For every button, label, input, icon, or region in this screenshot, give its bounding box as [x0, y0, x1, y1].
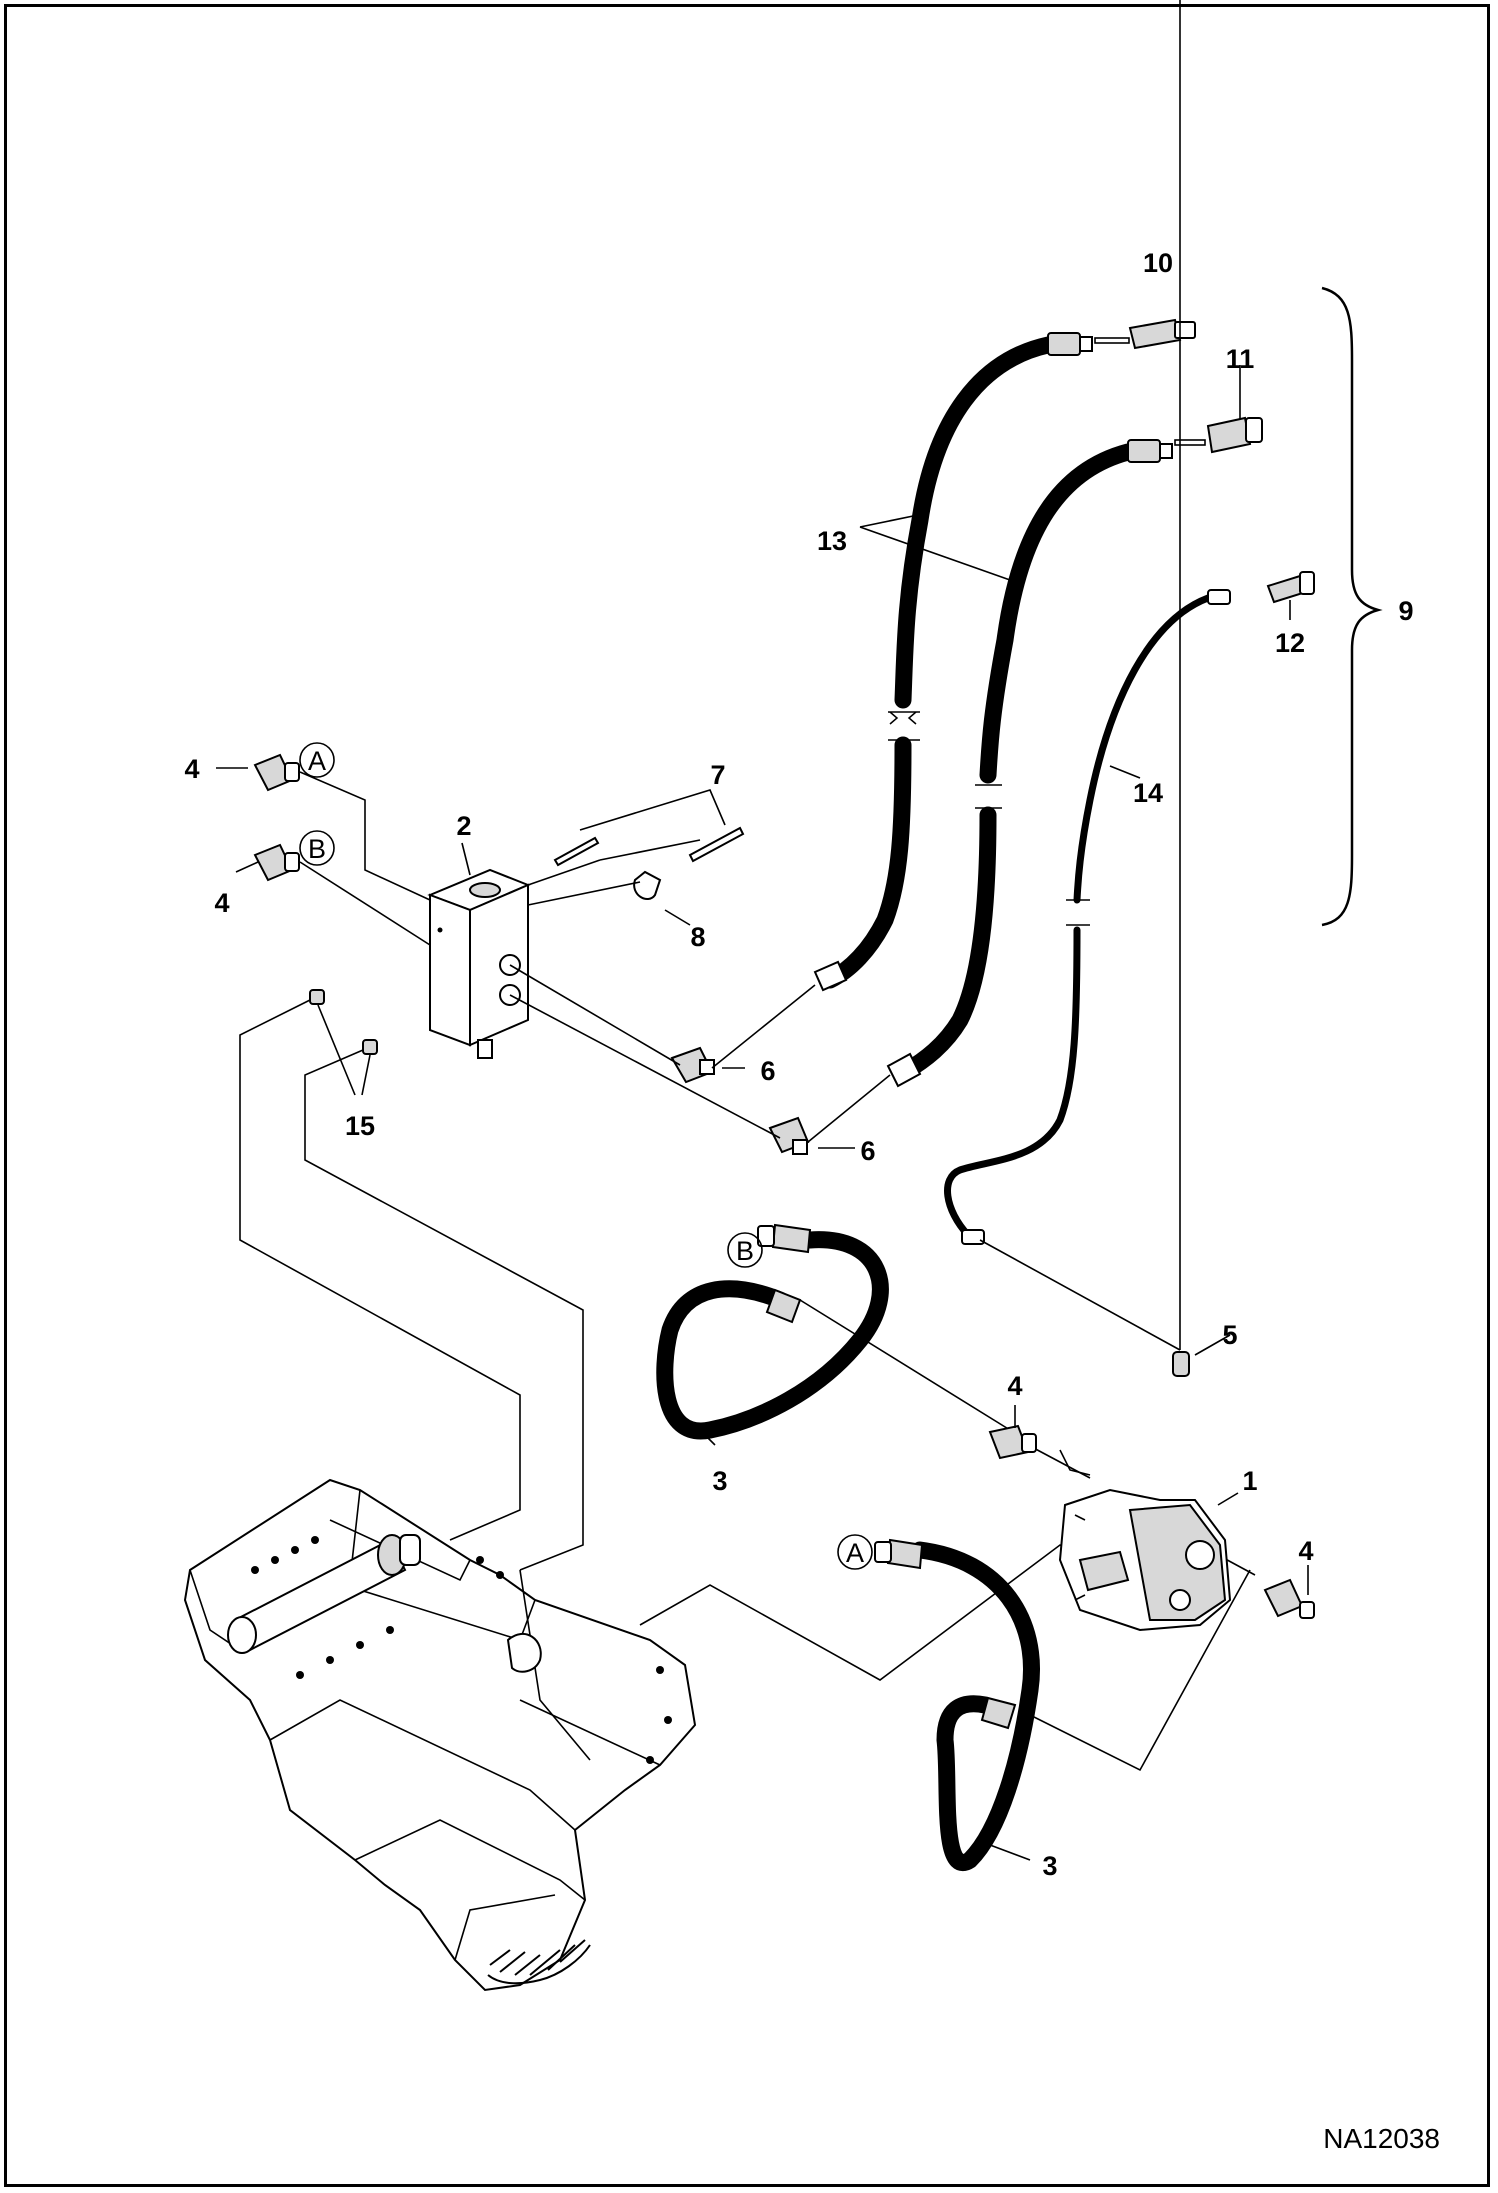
- svg-text:B: B: [736, 1236, 754, 1266]
- callout-10: 10: [1143, 248, 1173, 278]
- group-brace: [1321, 286, 1383, 927]
- valve-block-2: [427, 868, 531, 1059]
- callout-13: 13: [817, 526, 847, 556]
- callout-3: 3: [712, 1466, 727, 1496]
- callout-11: 11: [1226, 344, 1255, 374]
- callout-15: 15: [345, 1111, 375, 1141]
- callout-3: 3: [1042, 1851, 1057, 1881]
- callout-14: 14: [1133, 778, 1163, 808]
- coupler-11: [1174, 416, 1263, 454]
- clamp-8: [633, 870, 662, 900]
- marker-b-valve: B: [299, 830, 335, 866]
- svg-text:A: A: [308, 746, 326, 776]
- drawing-code: NA12038: [1323, 2123, 1440, 2154]
- hose-13-upper: [813, 332, 1093, 992]
- callout-12: 12: [1275, 628, 1305, 658]
- fitting-4-a: [253, 753, 300, 792]
- callout-6: 6: [760, 1056, 775, 1086]
- callout-8: 8: [690, 922, 705, 952]
- svg-text:B: B: [308, 834, 326, 864]
- hose-3-a: [874, 1538, 1040, 1871]
- hose-break-marks: [888, 711, 1090, 926]
- callout-6: 6: [860, 1136, 875, 1166]
- page-border: [4, 4, 1490, 2187]
- callout-4: 4: [1298, 1536, 1313, 1566]
- plugs-15: [309, 989, 378, 1055]
- marker-b-hose: B: [727, 1232, 763, 1268]
- callout-2: 2: [456, 811, 471, 841]
- callout-4: 4: [184, 754, 199, 784]
- fitting-4-pump-right: [1263, 1578, 1315, 1619]
- frame-assembly: [183, 1478, 697, 1992]
- callout-4: 4: [214, 888, 229, 918]
- callout-7: 7: [710, 760, 725, 790]
- hose-3-b: [656, 1223, 889, 1440]
- callout-leaders: [216, 365, 1309, 1861]
- connection-lines: [239, 0, 1256, 1772]
- hose-13-lower: [886, 439, 1173, 1088]
- fitting-5: [1172, 1351, 1190, 1377]
- pump-1: [1058, 1488, 1232, 1632]
- hose-14: [944, 589, 1231, 1245]
- svg-text:A: A: [846, 1538, 864, 1568]
- elbow-6-upper: [670, 1046, 715, 1084]
- callout-1: 1: [1242, 1466, 1257, 1496]
- marker-a-hose: A: [837, 1534, 873, 1570]
- callout-4: 4: [1007, 1371, 1022, 1401]
- marker-a-valve: A: [299, 742, 335, 778]
- coupler-12: [1266, 571, 1315, 604]
- bolts-7: [553, 826, 745, 867]
- fitting-4-pump-upper: [988, 1424, 1037, 1460]
- callout-5: 5: [1222, 1320, 1237, 1350]
- callout-9: 9: [1398, 596, 1413, 626]
- fitting-4-b: [253, 843, 300, 882]
